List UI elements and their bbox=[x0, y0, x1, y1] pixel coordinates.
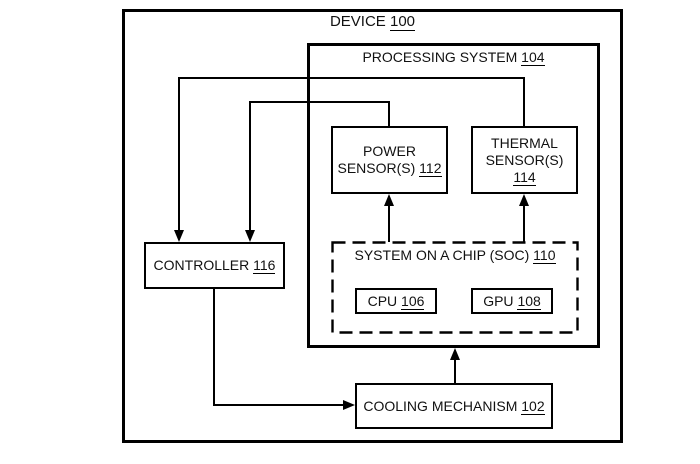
gpu-box: GPU 108 bbox=[471, 288, 553, 314]
arrowhead-down-icon bbox=[245, 230, 255, 242]
soc-label: SYSTEM ON A CHIP (SOC) 110 bbox=[354, 247, 556, 264]
processing-system-label: PROCESSING SYSTEM 104 bbox=[362, 49, 545, 66]
device-label: DEVICE 100 bbox=[329, 13, 416, 31]
cpu-label: CPU 106 bbox=[367, 292, 425, 310]
processing-system-box bbox=[307, 43, 600, 348]
edge-power-to-controller-segment bbox=[388, 101, 390, 127]
edge-soc-to-thermal-segment bbox=[523, 205, 525, 242]
cooling-mechanism-box: COOLING MECHANISM 102 bbox=[355, 383, 553, 429]
arrowhead-right-icon bbox=[343, 400, 355, 410]
controller-label: CONTROLLER 116 bbox=[153, 257, 276, 274]
edge-power-to-controller-segment bbox=[249, 101, 390, 103]
arrowhead-down-icon bbox=[174, 230, 184, 242]
edge-soc-to-power-segment bbox=[388, 205, 390, 242]
edge-controller-to-cooling-segment bbox=[213, 404, 343, 406]
cooling-mechanism-label: COOLING MECHANISM 102 bbox=[363, 397, 545, 415]
arrowhead-up-icon bbox=[384, 194, 394, 206]
edge-thermal-to-controller-segment bbox=[178, 77, 525, 79]
edge-cooling-to-processing-segment bbox=[454, 359, 456, 384]
edge-thermal-to-controller-segment bbox=[523, 77, 525, 127]
controller-box: CONTROLLER 116 bbox=[144, 242, 285, 289]
edge-thermal-to-controller-segment bbox=[178, 77, 180, 230]
edge-controller-to-cooling-segment bbox=[213, 289, 215, 406]
soc-box bbox=[331, 241, 579, 334]
cpu-box: CPU 106 bbox=[355, 288, 437, 314]
device-box bbox=[122, 9, 623, 443]
arrowhead-up-icon bbox=[519, 194, 529, 206]
gpu-label: GPU 108 bbox=[483, 292, 541, 310]
arrowhead-up-icon bbox=[450, 348, 460, 360]
edge-power-to-controller-segment bbox=[249, 101, 251, 230]
